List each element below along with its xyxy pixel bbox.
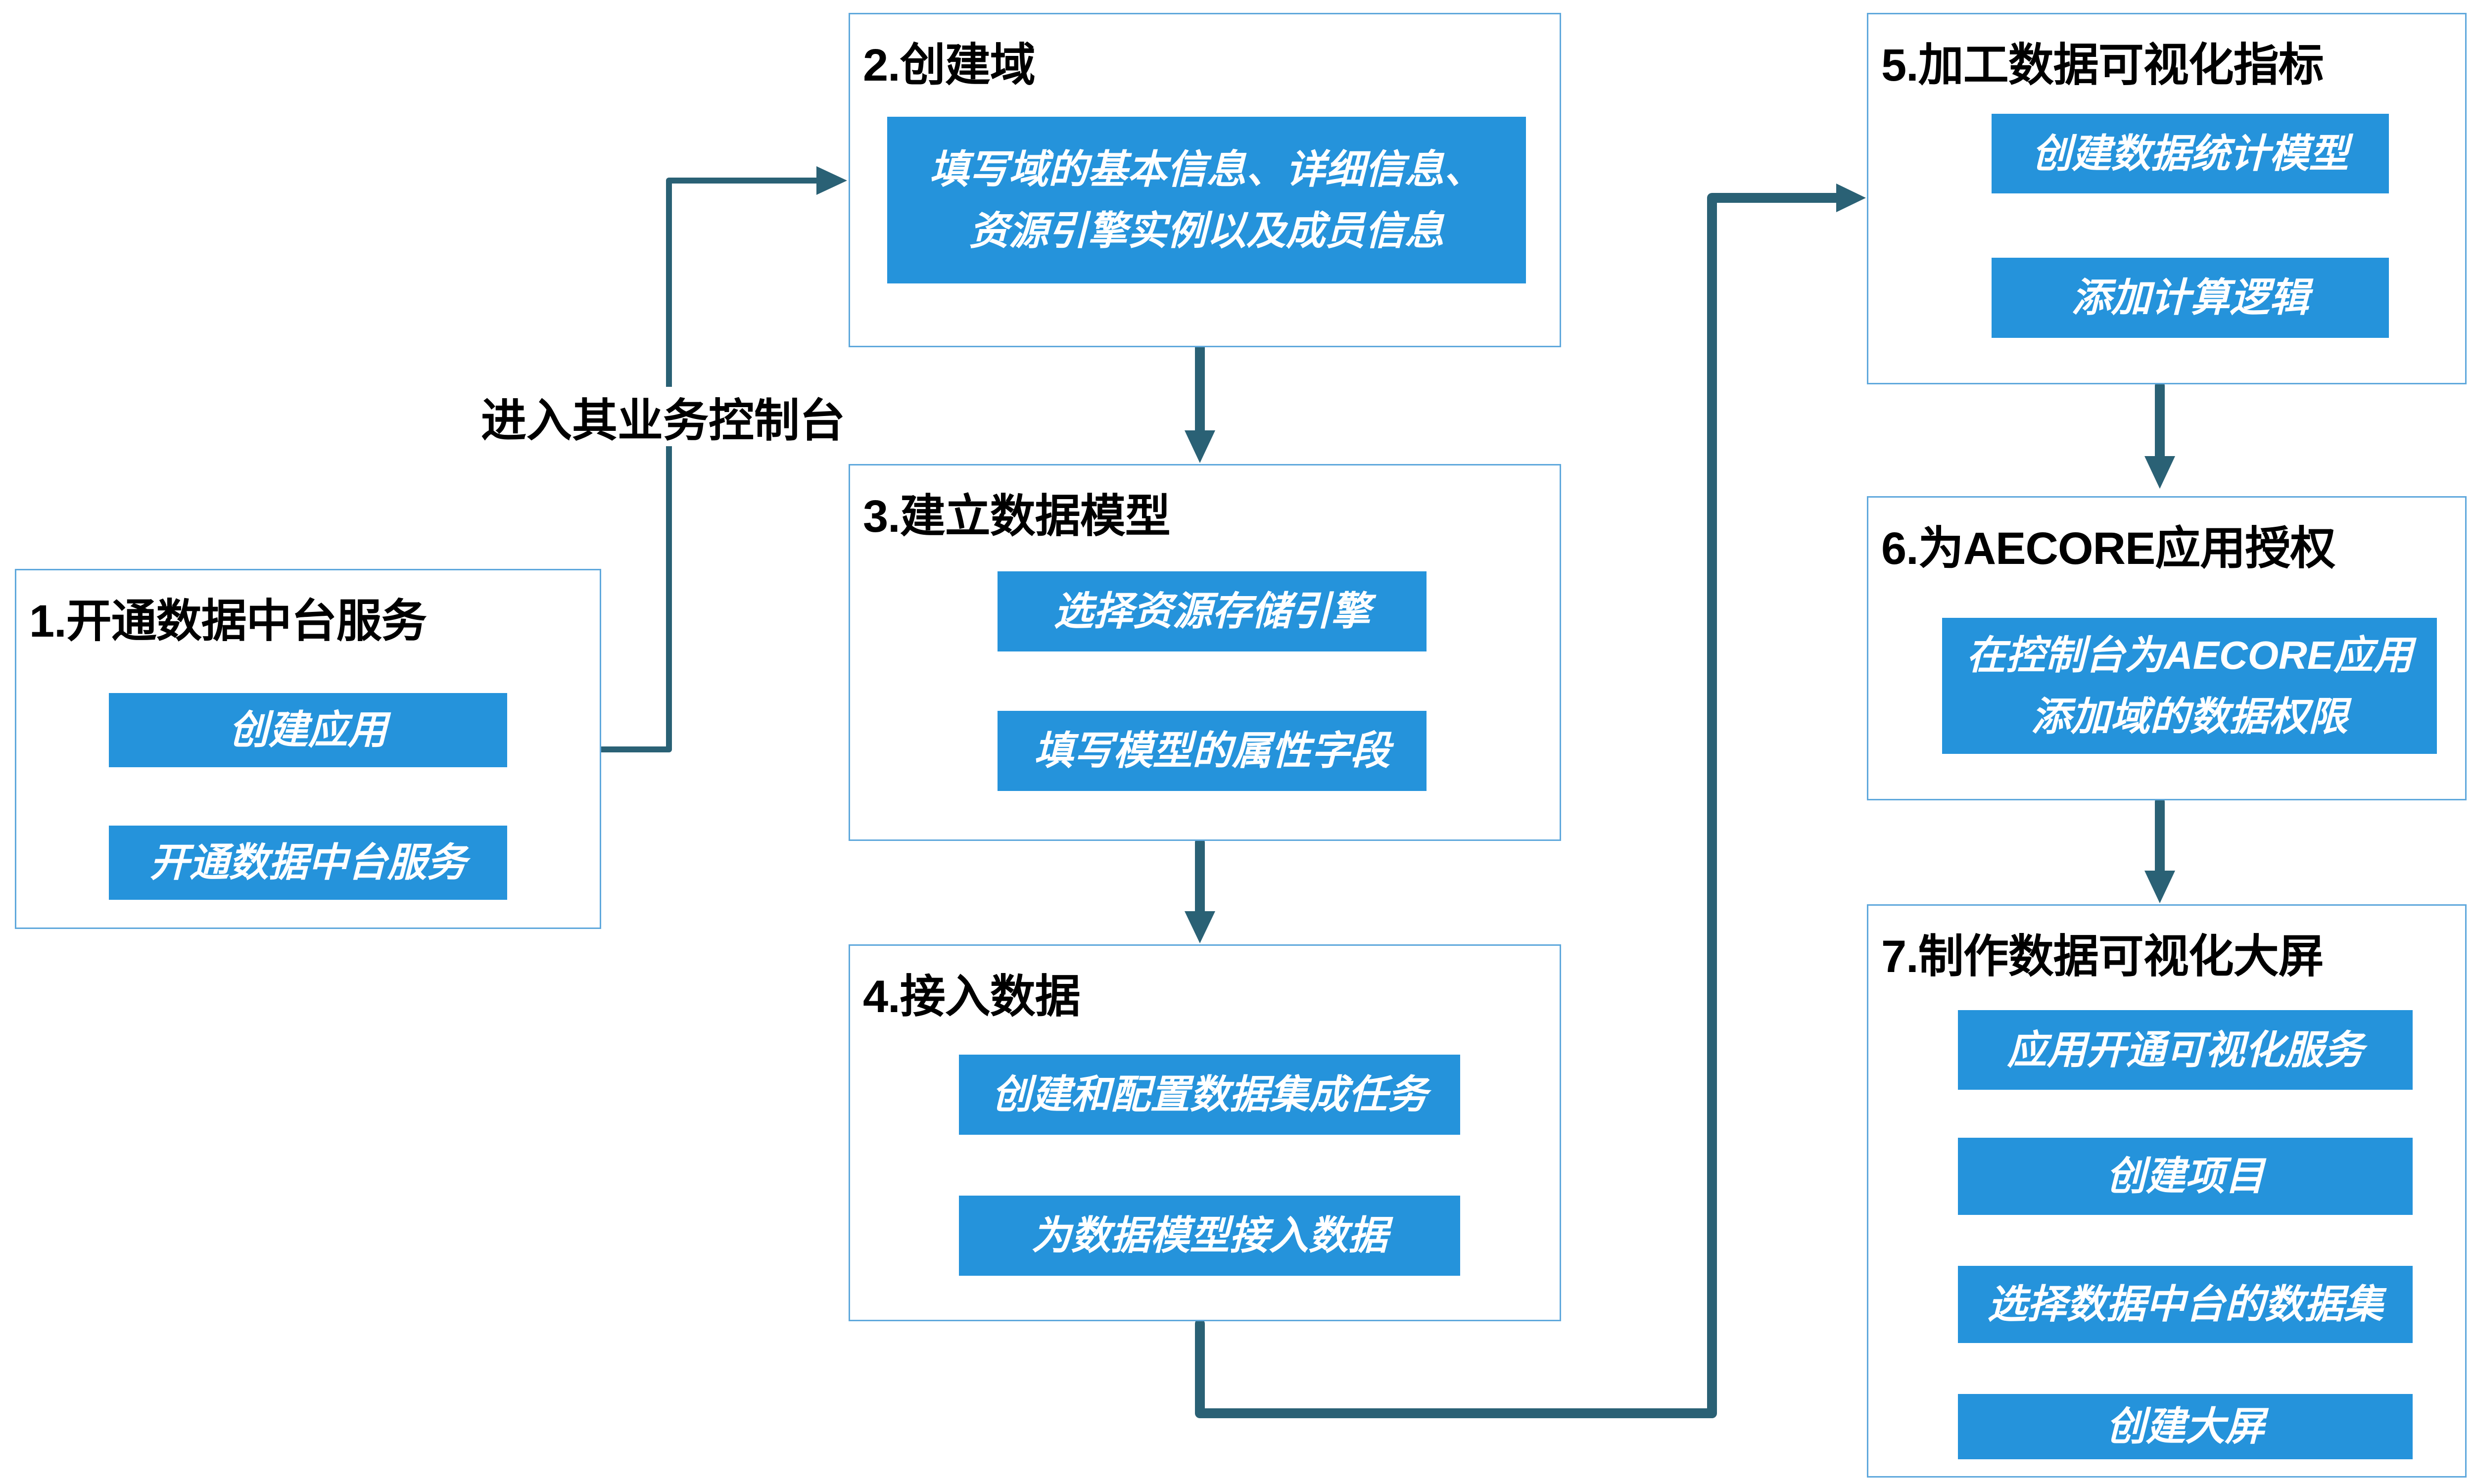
step-create-dashboard: 创建大屏	[1958, 1394, 2413, 1459]
step-connect-data-to-model: 为数据模型接入数据	[959, 1196, 1460, 1276]
connector-label-enter-console: 进入其业务控制台	[465, 387, 861, 446]
section-3-title: 3.建立数据模型	[863, 491, 1171, 542]
step-select-dataset: 选择数据中台的数据集	[1958, 1266, 2413, 1343]
section-1-enable-data-platform: 1.开通数据中台服务 创建应用 开通数据中台服务	[15, 569, 601, 929]
step-create-application: 创建应用	[109, 693, 507, 767]
step-select-storage-engine: 选择资源存储引擎	[998, 571, 1427, 651]
section-1-title: 1.开通数据中台服务	[29, 596, 427, 647]
section-6-authorize-aecore: 6.为AECORE应用授权 在控制台为AECORE应用 添加域的数据权限	[1867, 496, 2467, 800]
section-5-process-visualization-metrics: 5.加工数据可视化指标 创建数据统计模型 添加计算逻辑	[1867, 13, 2467, 384]
step-create-statistic-model: 创建数据统计模型	[1992, 114, 2389, 193]
connector-5-to-6	[2144, 381, 2175, 489]
arrowhead-into-section7	[2144, 871, 2175, 903]
arrowhead-into-section6	[2144, 456, 2175, 489]
step-create-project: 创建项目	[1958, 1138, 2413, 1215]
step-add-domain-data-permission: 在控制台为AECORE应用 添加域的数据权限	[1942, 618, 2437, 754]
section-4-connect-data: 4.接入数据 创建和配置数据集成任务 为数据模型接入数据	[849, 944, 1561, 1321]
step-enable-data-platform-service: 开通数据中台服务	[109, 826, 507, 900]
section-7-build-dashboard: 7.制作数据可视化大屏 应用开通可视化服务 创建项目 选择数据中台的数据集 创建…	[1867, 904, 2467, 1478]
step-create-integration-task: 创建和配置数据集成任务	[959, 1055, 1460, 1135]
section-2-title: 2.创建域	[863, 40, 1036, 91]
arrowhead-into-section2	[816, 166, 847, 195]
step-enable-visualization-service: 应用开通可视化服务	[1958, 1010, 2413, 1090]
section-2-create-domain: 2.创建域 填写域的基本信息、详细信息、 资源引擎实例以及成员信息	[849, 13, 1561, 347]
section-6-title: 6.为AECORE应用授权	[1881, 523, 2335, 574]
connector-1-to-2	[598, 166, 847, 752]
step-fill-domain-info: 填写域的基本信息、详细信息、 资源引擎实例以及成员信息	[887, 117, 1526, 283]
step-fill-model-fields: 填写模型的属性字段	[998, 711, 1427, 791]
arrowhead-into-section3	[1185, 430, 1215, 463]
connector-2-to-3	[1185, 342, 1215, 463]
section-5-title: 5.加工数据可视化指标	[1881, 40, 2324, 91]
connector-6-to-7	[2144, 797, 2175, 903]
connector-3-to-4	[1185, 837, 1215, 943]
arrowhead-into-section4	[1185, 911, 1215, 943]
section-4-title: 4.接入数据	[863, 972, 1081, 1022]
arrowhead-into-section5	[1836, 184, 1866, 212]
step-add-calculation-logic: 添加计算逻辑	[1992, 258, 2389, 338]
section-3-build-data-model: 3.建立数据模型 选择资源存储引擎 填写模型的属性字段	[849, 464, 1561, 841]
section-7-title: 7.制作数据可视化大屏	[1881, 931, 2324, 982]
connector-4-to-5	[1195, 184, 1866, 1418]
